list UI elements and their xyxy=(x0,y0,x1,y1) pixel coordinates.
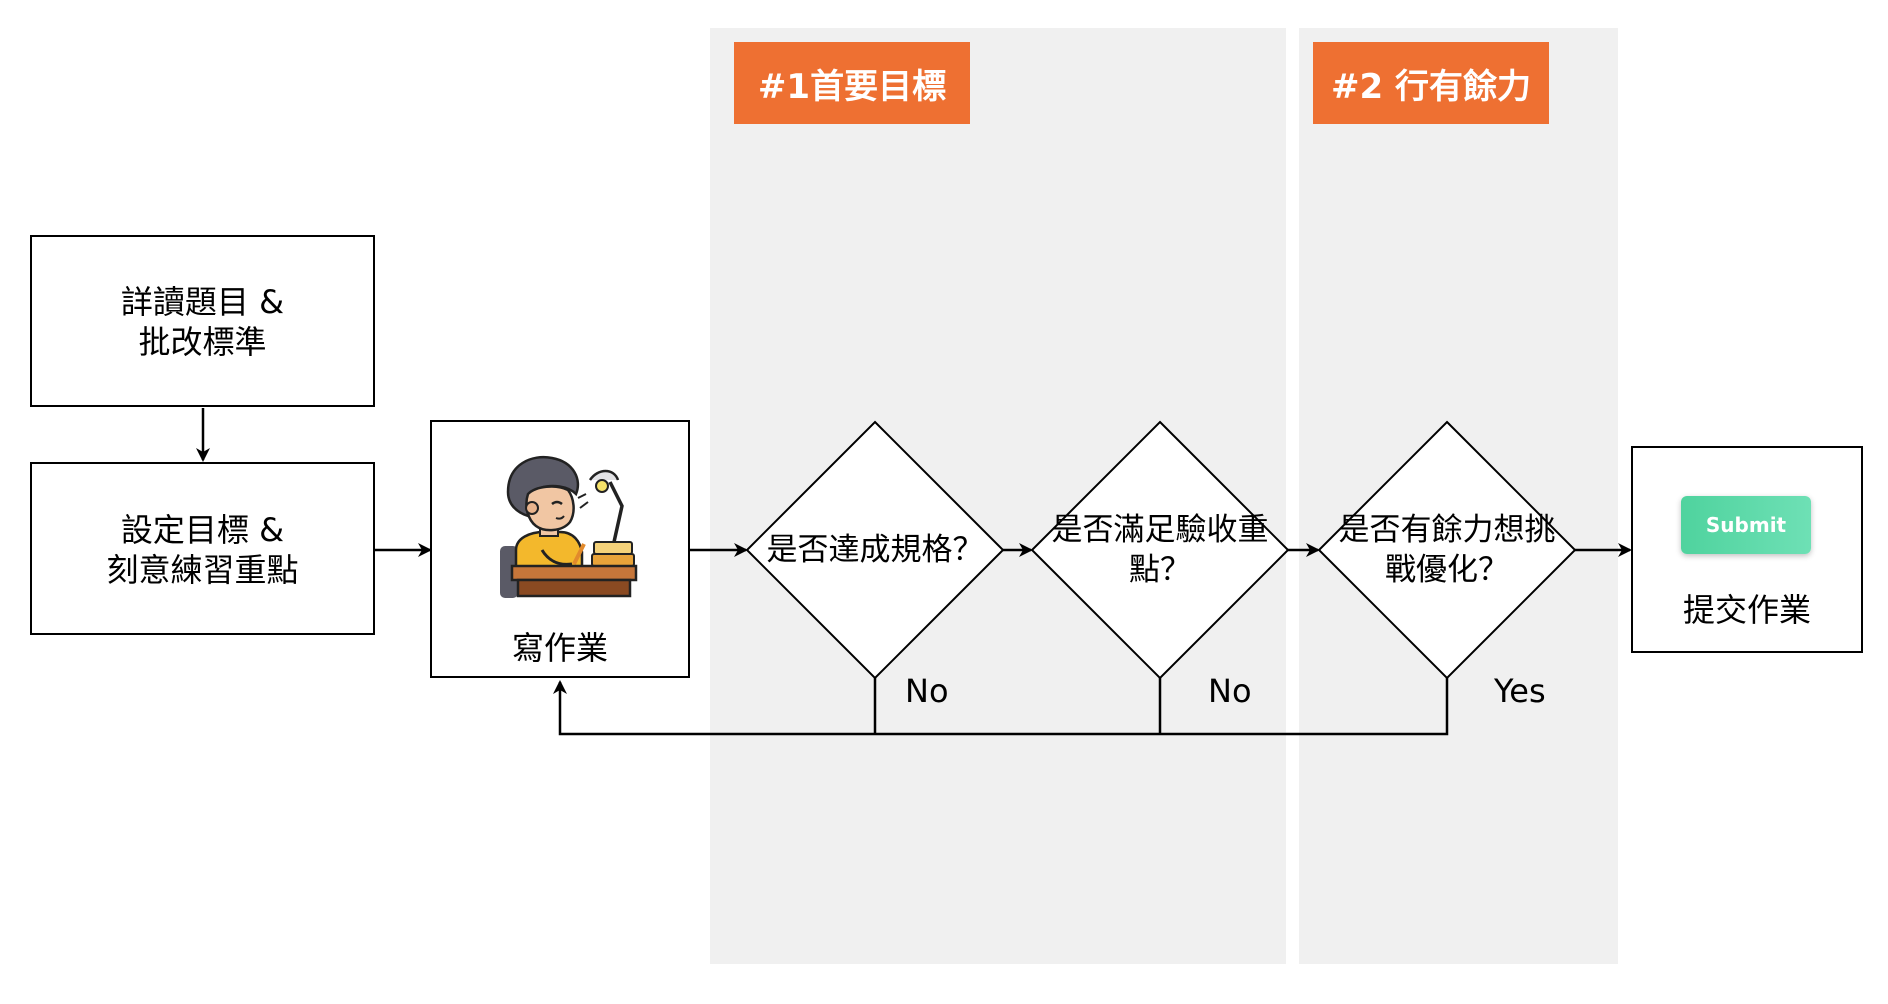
step-set-goal: 設定目標 & 刻意練習重點 xyxy=(30,462,375,635)
step-read-task-line2: 批改標準 xyxy=(138,323,267,361)
step-set-goal-line1: 設定目標 & xyxy=(120,511,285,549)
step-submit-homework: Submit 提交作業 xyxy=(1631,446,1863,653)
lane-primary-tag: #1首要目標 xyxy=(734,42,970,124)
submit-button[interactable]: Submit xyxy=(1681,496,1811,554)
decision-meet-spec-line1: 是否達成規格？ xyxy=(766,532,984,568)
decision-meet-acceptance-line2: 點？ xyxy=(1129,552,1191,588)
student-writing-icon xyxy=(500,455,638,598)
edge-label-optimize-yes: Yes xyxy=(1494,672,1546,710)
decision-meet-acceptance-line1: 是否滿足驗收重 xyxy=(1051,512,1269,548)
step-read-task-line1: 詳讀題目 & xyxy=(120,283,285,321)
step-write-homework-label: 寫作業 xyxy=(511,629,608,667)
decision-optimize-line1: 是否有餘力想挑 xyxy=(1338,512,1556,548)
decision-optimize-line2: 戰優化？ xyxy=(1385,552,1509,588)
edge-label-spec-no: No xyxy=(905,672,949,710)
step-write-homework: 寫作業 xyxy=(430,420,690,678)
decision-meet-acceptance-text: 是否滿足驗收重 點？ xyxy=(1032,510,1288,590)
step-submit-homework-label: 提交作業 xyxy=(1682,591,1811,629)
step-read-task: 詳讀題目 & 批改標準 xyxy=(30,235,375,407)
edge-loop-back-to-write xyxy=(553,678,1449,736)
decision-meet-spec-text: 是否達成規格？ xyxy=(747,530,1003,570)
edge-label-acceptance-no: No xyxy=(1208,672,1252,710)
decision-optimize-text: 是否有餘力想挑 戰優化？ xyxy=(1319,510,1575,590)
step-set-goal-line2: 刻意練習重點 xyxy=(106,551,299,589)
lane-secondary-tag: #2 行有餘力 xyxy=(1313,42,1549,124)
